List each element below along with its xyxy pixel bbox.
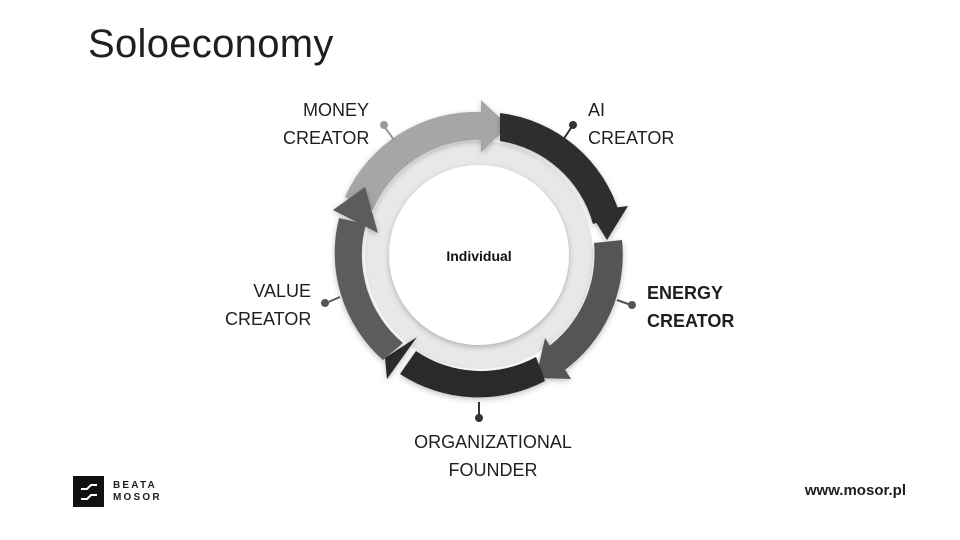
pin-energy (616, 299, 636, 309)
pin-value (321, 296, 341, 307)
segment-ai-creator (500, 113, 628, 240)
logo-text: BEATA MOSOR (113, 479, 162, 503)
logo-mark-icon (73, 476, 104, 507)
label-energy-creator: ENERGY CREATOR (647, 283, 735, 331)
label-ai-creator: AI CREATOR (588, 100, 675, 148)
label-money-creator: MONEY CREATOR (283, 100, 370, 148)
pin-money (380, 121, 395, 141)
label-value-creator: VALUE CREATOR (225, 281, 312, 329)
slide-title: Soloeconomy (88, 22, 334, 66)
pin-ai (562, 121, 577, 141)
segment-organizational-founder (385, 337, 545, 398)
label-organizational-founder: ORGANIZATIONAL FOUNDER (414, 432, 572, 480)
pin-organizational (475, 402, 483, 422)
segment-money-creator (345, 100, 509, 210)
brand-logo: BEATA MOSOR (73, 476, 162, 507)
center-label: Individual (446, 248, 512, 264)
center-circle (389, 165, 569, 345)
segment-value-creator (333, 187, 403, 360)
website-url: www.mosor.pl (804, 482, 906, 499)
segment-energy-creator (536, 240, 623, 379)
